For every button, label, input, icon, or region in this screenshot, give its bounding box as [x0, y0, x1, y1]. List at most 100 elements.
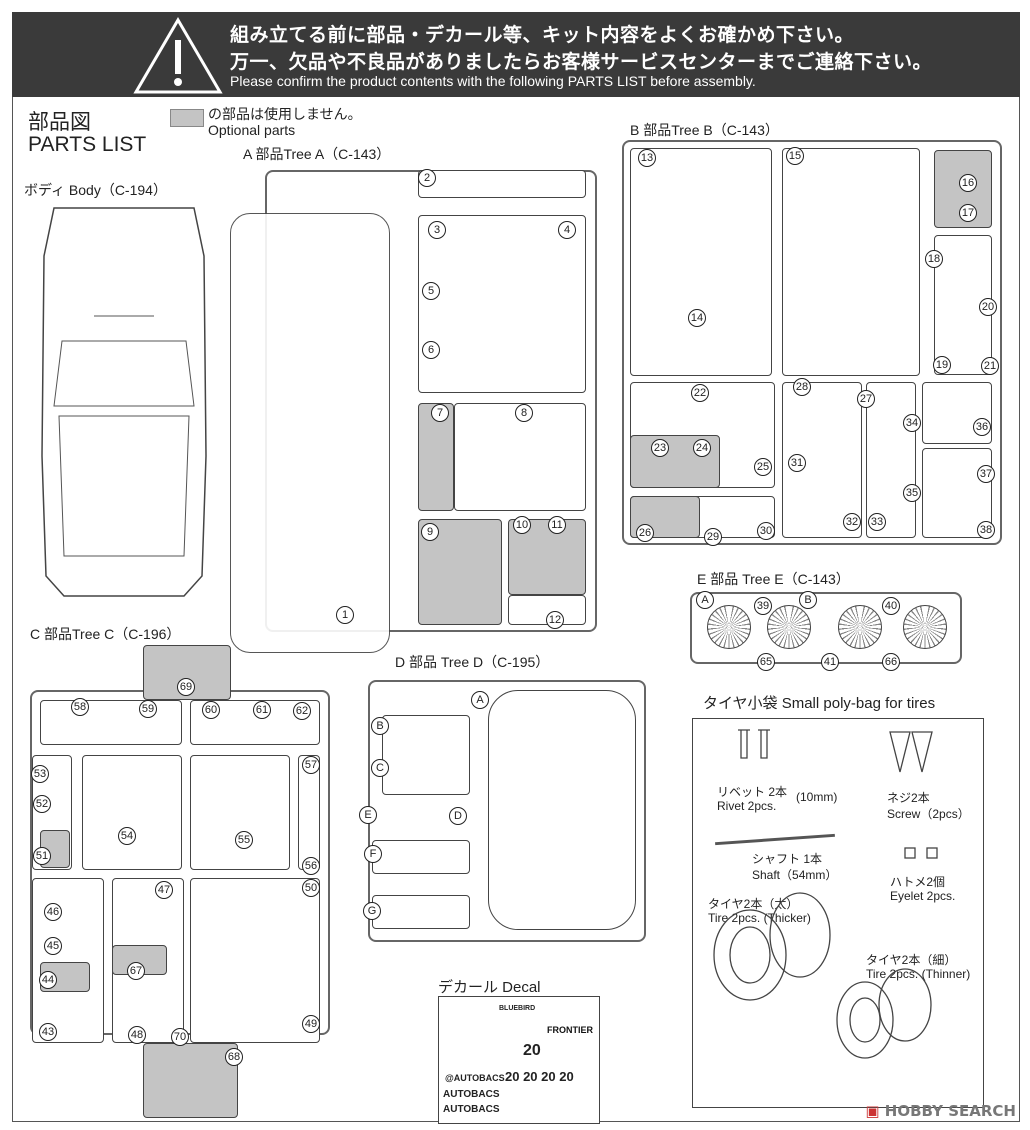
- decal-text: 20 20 20 20: [505, 1069, 574, 1084]
- part-number-66: 66: [882, 653, 900, 671]
- tree-e-part-a: A: [696, 591, 714, 609]
- part-number-56: 56: [302, 857, 320, 875]
- decal-text: AUTOBACS: [443, 1089, 500, 1100]
- shaft-label-en: Shaft（54mm）: [752, 868, 838, 882]
- part-55-frame: [190, 755, 290, 870]
- tire-thin-label-jp: タイヤ2本（細）: [866, 953, 957, 967]
- part-number-24: 24: [693, 439, 711, 457]
- decal-text: AUTOBACS: [443, 1104, 500, 1115]
- part-number-15: 15: [786, 147, 804, 165]
- part-number-23: 23: [651, 439, 669, 457]
- part-33-35-frame: [866, 382, 916, 538]
- part-number-11: 11: [548, 516, 566, 534]
- tree-e-part-b: B: [799, 591, 817, 609]
- part-number-27: 27: [857, 390, 875, 408]
- watermark-text: HOBBY SEARCH: [884, 1102, 1016, 1120]
- wheel-part: [707, 605, 751, 649]
- part-number-67: 67: [127, 962, 145, 980]
- part-number-34: 34: [903, 414, 921, 432]
- interior-tub-part: [488, 690, 636, 930]
- tree-d-part-g: G: [363, 902, 381, 920]
- part-number-62: 62: [293, 702, 311, 720]
- part-number-6: 6: [422, 341, 440, 359]
- section-tree-c: C 部品Tree C（C-196）: [30, 626, 181, 642]
- part-number-37: 37: [977, 465, 995, 483]
- part-number-29: 29: [704, 528, 722, 546]
- part-8-frame: [454, 403, 586, 511]
- section-tree-e: E 部品 Tree E（C-143）: [697, 571, 850, 587]
- part-number-40: 40: [882, 597, 900, 615]
- wheel-part: [838, 605, 882, 649]
- tree-d-part-f: F: [364, 845, 382, 863]
- decal-text: BLUEBIRD: [499, 1005, 536, 1012]
- part-number-20: 20: [979, 298, 997, 316]
- part-number-28: 28: [793, 378, 811, 396]
- part-number-14: 14: [688, 309, 706, 327]
- part-13-14-frame: [630, 148, 772, 376]
- tree-d-part-e: E: [359, 806, 377, 824]
- part-number-39: 39: [754, 597, 772, 615]
- part-number-16: 16: [959, 174, 977, 192]
- part-number-65: 65: [757, 653, 775, 671]
- eyelet-label-jp: ハトメ2個: [890, 875, 946, 889]
- part-number-48: 48: [128, 1026, 146, 1044]
- part-number-13: 13: [638, 149, 656, 167]
- part-number-57: 57: [302, 756, 320, 774]
- part-49-50-frame: [190, 878, 320, 1043]
- part-number-33: 33: [868, 513, 886, 531]
- screw-label-en: Screw（2pcs）: [887, 807, 970, 821]
- body-shell-drawing: [41, 207, 207, 597]
- part-number-35: 35: [903, 484, 921, 502]
- part-number-44: 44: [39, 971, 57, 989]
- warning-line-2: 万一、欠品や不良品がありましたらお客様サービスセンターまでご連絡下さい。: [230, 51, 933, 73]
- rivet-label-jp: リベット 2本: [717, 785, 788, 799]
- warning-icon: [133, 17, 223, 94]
- part-number-54: 54: [118, 827, 136, 845]
- part-number-38: 38: [977, 521, 995, 539]
- part-54-frame: [82, 755, 182, 870]
- decal-sheet: @AUTOBACS AUTOBACS AUTOBACS 20 20 20 20 …: [438, 996, 600, 1124]
- shaft-label-jp: シャフト 1本: [752, 852, 823, 866]
- section-decal: デカール Decal: [438, 979, 541, 996]
- warning-line-1: 組み立てる前に部品・デカール等、キット内容をよくお確かめ下さい。: [230, 24, 855, 46]
- optional-swatch: [170, 109, 204, 127]
- part-number-36: 36: [973, 418, 991, 436]
- part-number-9: 9: [421, 523, 439, 541]
- warning-banner: 組み立てる前に部品・デカール等、キット内容をよくお確かめ下さい。 万一、欠品や不…: [12, 12, 1020, 97]
- part-number-8: 8: [515, 404, 533, 422]
- part-number-49: 49: [302, 1015, 320, 1033]
- part-number-59: 59: [139, 700, 157, 718]
- part-number-7: 7: [431, 404, 449, 422]
- part-number-31: 31: [788, 454, 806, 472]
- part-number-70: 70: [171, 1028, 189, 1046]
- part-number-52: 52: [33, 795, 51, 813]
- chassis-part: [230, 213, 390, 653]
- part-number-12: 12: [546, 611, 564, 629]
- part-number-55: 55: [235, 831, 253, 849]
- part-number-1: 1: [336, 606, 354, 624]
- part-number-50: 50: [302, 879, 320, 897]
- wheel-part: [903, 605, 947, 649]
- screw-label-jp: ネジ2本: [887, 791, 930, 805]
- eyelet-label-en: Eyelet 2pcs.: [890, 889, 956, 903]
- part-number-69: 69: [177, 678, 195, 696]
- part-number-68: 68: [225, 1048, 243, 1066]
- part-number-5: 5: [422, 282, 440, 300]
- wheel-part: [767, 605, 811, 649]
- section-tree-b: B 部品Tree B（C-143）: [630, 122, 779, 138]
- part-number-60: 60: [202, 701, 220, 719]
- part-number-18: 18: [925, 250, 943, 268]
- legend-jp: の部品は使用しません。: [208, 106, 362, 122]
- part-68-optional: [143, 1043, 238, 1118]
- tree-d-part-b: B: [371, 717, 389, 735]
- part-number-43: 43: [39, 1023, 57, 1041]
- part-number-25: 25: [754, 458, 772, 476]
- part-number-30: 30: [757, 522, 775, 540]
- part-58-59-frame: [40, 700, 182, 745]
- part-number-61: 61: [253, 701, 271, 719]
- part-b-c-frame: [382, 715, 470, 795]
- part-number-53: 53: [31, 765, 49, 783]
- part-number-19: 19: [933, 356, 951, 374]
- rivet-size: (10mm): [796, 790, 838, 804]
- part-number-46: 46: [44, 903, 62, 921]
